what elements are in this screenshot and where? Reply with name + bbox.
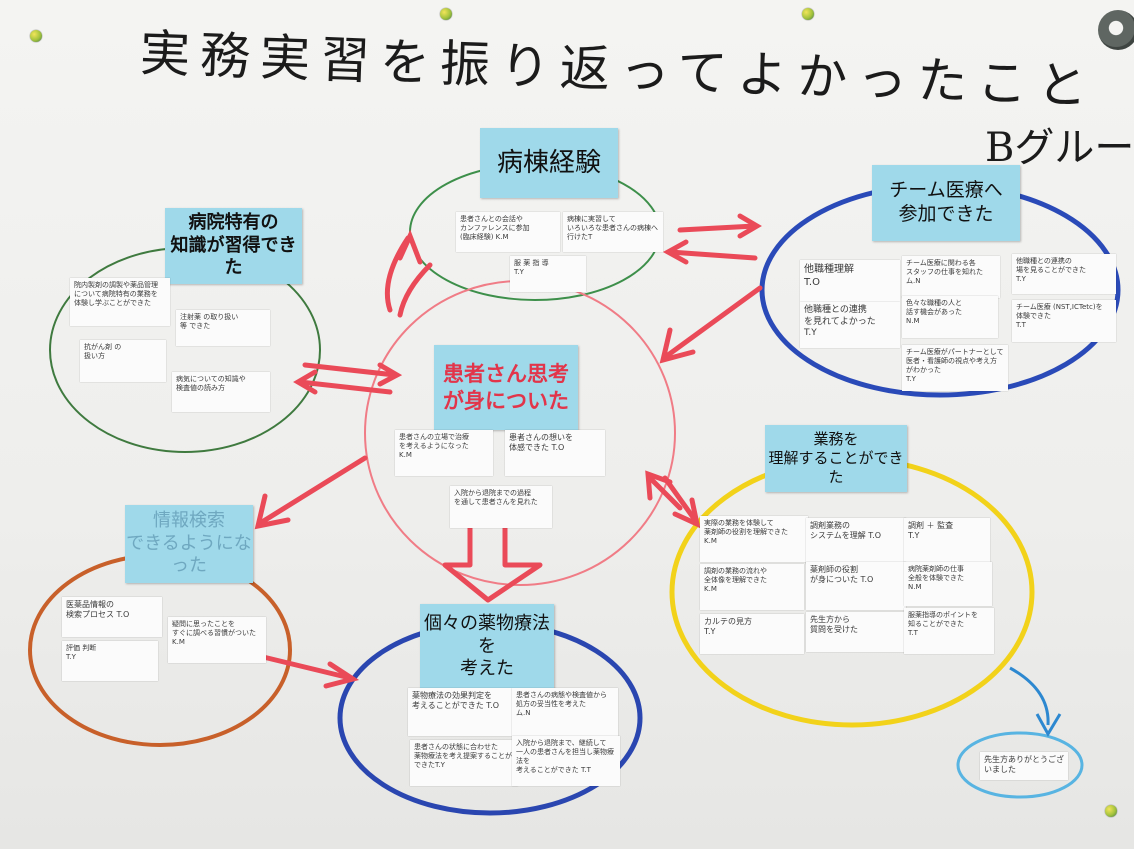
- magnet: [1098, 10, 1134, 50]
- note-team: チーム医療 (NST,ICTetc)を 体験できた T.T: [1012, 300, 1116, 342]
- note-therapy: 患者さんの状態に合わせた 薬物療法を考え提案することが できたT.Y: [410, 740, 518, 786]
- arrow-ward-team-2-head: [662, 239, 689, 265]
- arrow-ward-patient-2: [397, 262, 433, 318]
- note-info: 医薬品情報の 検索プロセス T.O: [62, 597, 162, 637]
- note-work: 調剤の業務の流れや 全体像を理解できた K.M: [700, 564, 804, 610]
- note-team: 他職種理解 T.O: [800, 260, 900, 302]
- arrow-ward-team-2: [667, 249, 758, 261]
- hollow-down-arrow: [442, 522, 543, 603]
- note-ward: 患者さんとの会話や カンファレンスに参加 (臨床経験) K.M: [456, 212, 560, 252]
- arrow-team-patient-head: [659, 327, 696, 364]
- pushpin: [802, 8, 814, 20]
- arrow-ward-patient-head: [397, 229, 423, 265]
- label-team-medicine: チーム医療へ 参加できた: [872, 165, 1020, 241]
- thanks-circle: [956, 731, 1084, 799]
- arrow-patient-info: [259, 455, 368, 525]
- note-hospital: 抗がん剤 の 扱い方: [80, 340, 166, 382]
- arrow-patient-work-2-head: [645, 470, 673, 501]
- note-patient: 患者さんの想いを 体感できた T.O: [505, 430, 605, 476]
- note-hospital: 病気についての知識や 検査値の読み方: [172, 372, 270, 412]
- note-work: 服薬指導のポイントを 知ることができた T.T: [904, 608, 994, 654]
- note-ward: 病棟に実習して いろいろな患者さんの病棟へ 行けたT: [563, 212, 663, 252]
- note-work: 実際の業務を体験して 薬剤師の役割を理解できた K.M: [700, 516, 808, 562]
- note-team: チーム医療がパートナーとして 医者・看護師の視点や考え方 がわかった T.Y: [902, 345, 1008, 391]
- arrow-patient-info-head: [254, 493, 291, 530]
- note-work: カルテの見方 T.Y: [700, 614, 804, 654]
- label-drug-therapy: 個々の薬物療法を 考えた: [420, 604, 554, 690]
- note-thanks: 先生方ありがとうございました: [980, 752, 1068, 780]
- note-therapy: 入院から退院まで、継続して 一人の患者さんを担当し薬物療法を 考えることができた…: [512, 736, 620, 786]
- arrow-patient-work-1-head: [672, 497, 701, 529]
- arrow-info-therapy-head: [323, 661, 360, 689]
- pushpin: [30, 30, 42, 42]
- note-info: 疑問に思ったことを すぐに調べる習慣がついた K.M: [168, 617, 266, 663]
- pushpin: [1105, 805, 1117, 817]
- arrow-team-patient: [665, 285, 763, 358]
- note-team: チーム医療に関わる各 スタッフの仕事を知れた ム.N: [902, 256, 1000, 298]
- note-work: 調剤業務の システムを理解 T.O: [806, 518, 906, 564]
- label-patient-mindset: 患者さん思考 が身についた: [434, 345, 578, 430]
- arrow-patient-work-2: [647, 475, 683, 511]
- note-therapy: 患者さんの病態や検査値から 処方の妥当性を考えた ム.N: [512, 688, 618, 736]
- note-work: 調剤 ＋ 監査 T.Y: [904, 518, 990, 562]
- note-hospital: 院内製剤の調製や薬品管理 について病院特有の業務を 体験し学ぶことができた: [70, 278, 170, 326]
- pushpin: [440, 8, 452, 20]
- note-work: 病院薬剤師の仕事 全般を体験できた N.M: [904, 562, 992, 606]
- note-therapy: 薬物療法の効果判定を 考えることができた T.O: [408, 688, 512, 736]
- arrow-hosp-patient-2-head: [293, 369, 318, 395]
- arrow-work-thanks-head: [1035, 713, 1062, 738]
- arrow-work-thanks: [1009, 666, 1050, 726]
- group-name: Bグループ: [985, 125, 1134, 171]
- arrow-hosp-patient-2: [297, 379, 393, 395]
- arrow-patient-work-1: [662, 475, 698, 523]
- label-info-search: 情報検索 できるようになった: [125, 505, 253, 583]
- note-team: 色々な職種の人と 話す機会があった N.M: [902, 296, 998, 338]
- note-hospital: 注射薬 の取り扱い 等 できた: [176, 310, 270, 346]
- label-work-understanding: 業務を 理解することができた: [765, 425, 907, 492]
- note-work: 先生方から 質問を受けた: [806, 612, 906, 652]
- note-team: 他職種との連携 を見れてよかった T.Y: [800, 302, 900, 348]
- arrow-ward-team-1: [677, 223, 758, 233]
- arrow-hosp-patient-1: [302, 362, 398, 378]
- note-ward: 服 薬 指 導 T.Y: [510, 256, 586, 292]
- note-info: 評価 判断 T.Y: [62, 641, 158, 681]
- arrow-info-therapy: [252, 652, 353, 681]
- note-patient: 入院から退院までの過程 を通して患者さんを見れた: [450, 486, 552, 528]
- label-ward-experience: 病棟経験: [480, 128, 618, 198]
- arrow-ward-team-1-head: [737, 213, 762, 239]
- note-work: 薬剤師の役割 が身についた T.O: [806, 562, 906, 610]
- note-patient: 患者さんの立場で治療 を考えるようになった K.M: [395, 430, 493, 476]
- label-hospital-knowledge: 病院特有の 知識が習得できた: [165, 208, 302, 284]
- arrow-hosp-patient-1-head: [377, 362, 403, 387]
- note-team: 他職種との連携の 場を見ることができた T.Y: [1012, 254, 1116, 294]
